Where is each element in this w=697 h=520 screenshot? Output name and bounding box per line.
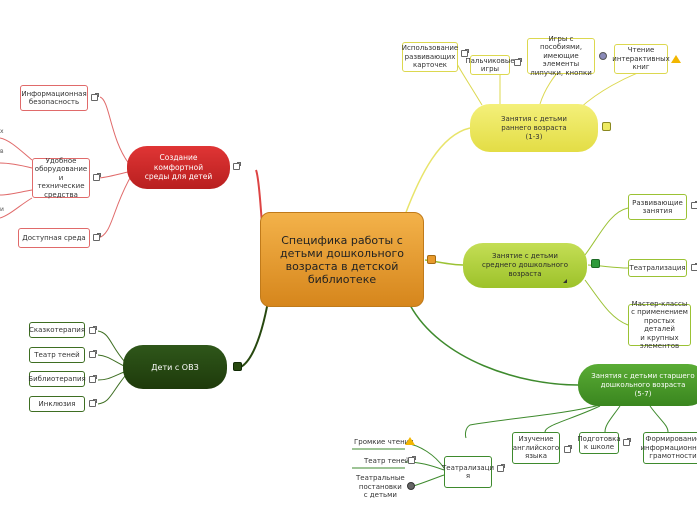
note-icon[interactable] [427, 255, 436, 264]
link-icon[interactable] [93, 173, 101, 181]
cut-off-text: в [0, 148, 4, 155]
comfort-item-label: Удобное оборудование и технические средс… [34, 156, 88, 199]
early-item-cards[interactable]: Использование развивающих карточек [402, 42, 458, 72]
google-drive-icon[interactable] [405, 437, 415, 445]
comfort-item-accessible[interactable]: Доступная среда [18, 228, 90, 248]
early-item-finger-games[interactable]: Пальчиковые игры [465, 55, 515, 75]
early-item-label: Чтение интерактивных книг [612, 46, 670, 72]
middle-item-label: Мастер-классы с применением простых дета… [631, 299, 688, 351]
link-icon[interactable] [91, 93, 99, 101]
branch-early-label: Занятия с детьми раннего возраста (1-3) [501, 114, 567, 141]
link-icon[interactable] [514, 58, 522, 66]
sheet-icon[interactable] [591, 259, 600, 268]
ovz-item-label: Инклюзия [38, 399, 76, 408]
branch-comfort-label: Создание комфортной среды для детей [144, 153, 213, 182]
central-topic[interactable]: Специфика работы с детьми дошкольного во… [260, 212, 424, 307]
senior-item-label: Театрализаци я [441, 463, 495, 481]
ovz-item-label: Библиотерапия [28, 374, 86, 383]
middle-item-development[interactable]: Развивающие занятия [628, 194, 687, 220]
early-item-label: Пальчиковые игры [465, 56, 515, 74]
link-icon[interactable] [89, 350, 97, 358]
senior-item-info-literacy[interactable]: Формирование информационной грамотности [640, 432, 697, 464]
early-item-aids[interactable]: Игры с пособиями, имеющие элементы липуч… [527, 35, 595, 77]
comfort-item-info-safety[interactable]: Информационная безопасность [20, 85, 88, 111]
branch-middle[interactable]: Занятие с детьми среднего дошкольного во… [463, 243, 587, 288]
middle-item-theatre[interactable]: Театрализация [628, 259, 687, 277]
link-icon[interactable] [408, 456, 416, 464]
branch-senior-label: Занятия с детьми старшего дошкольного во… [591, 371, 695, 398]
early-item-label: Игры с пособиями, имеющие элементы липуч… [530, 34, 592, 77]
theatre-item-shadow[interactable]: Театр теней [364, 457, 410, 465]
early-item-interactive-books[interactable]: Чтение интерактивных книг [612, 44, 670, 74]
ovz-item-inclusion[interactable]: Инклюзия [29, 396, 85, 412]
link-icon[interactable] [89, 375, 97, 383]
central-topic-label: Специфика работы с детьми дошкольного во… [280, 233, 404, 286]
ovz-item-label: Театр теней [34, 350, 80, 359]
connector-center-senior [409, 304, 579, 386]
middle-item-label: Развивающие занятия [632, 198, 683, 216]
link-icon[interactable] [497, 464, 505, 472]
google-drive-icon[interactable] [671, 55, 681, 63]
link-icon[interactable] [564, 445, 572, 453]
link-icon[interactable] [691, 201, 697, 209]
link-globe-icon[interactable] [599, 52, 607, 60]
link-icon[interactable] [691, 263, 697, 271]
note-icon[interactable] [602, 122, 611, 131]
connector-center-early [404, 127, 471, 216]
middle-item-label: Театрализация [629, 263, 686, 272]
branch-comfort[interactable]: Создание комфортной среды для детей [127, 146, 230, 189]
note-icon[interactable] [233, 362, 242, 371]
comfort-item-label: Информационная безопасность [21, 89, 87, 107]
comfort-item-label: Доступная среда [22, 233, 86, 242]
ovz-item-biblio[interactable]: Библиотерапия [28, 371, 86, 387]
branch-ovz-label: Дети с ОВЗ [151, 362, 199, 372]
cut-off-text: х [0, 128, 4, 135]
branch-early[interactable]: Занятия с детьми раннего возраста (1-3) [470, 104, 598, 152]
ovz-item-label: Сказкотерапия [28, 325, 86, 334]
branch-ovz[interactable]: Дети с ОВЗ [123, 345, 227, 389]
comfort-item-equipment[interactable]: Удобное оборудование и технические средс… [32, 156, 90, 199]
link-globe-icon[interactable] [407, 482, 415, 490]
early-item-label: Использование развивающих карточек [401, 44, 459, 70]
branch-senior[interactable]: Занятия с детьми старшего дошкольного во… [578, 364, 697, 406]
expand-triangle-icon[interactable] [563, 279, 567, 283]
link-icon[interactable] [89, 399, 97, 407]
branch-middle-label: Занятие с детьми среднего дошкольного во… [482, 252, 568, 278]
link-icon[interactable] [233, 162, 241, 170]
senior-item-school-prep[interactable]: Подготовка к школе [577, 432, 621, 454]
theatre-item-loud-reading[interactable]: Громкие чтения [354, 438, 414, 446]
link-icon[interactable] [89, 326, 97, 334]
ovz-item-fairytale[interactable]: Сказкотерапия [29, 322, 85, 338]
link-icon[interactable] [461, 49, 469, 57]
senior-item-label: Подготовка к школе [577, 434, 621, 452]
cut-off-text: и [0, 206, 4, 213]
ovz-item-shadow[interactable]: Театр теней [29, 347, 85, 363]
senior-item-english[interactable]: Изучение английского языка [512, 432, 560, 464]
senior-item-label: Изучение английского языка [512, 435, 560, 461]
middle-item-masterclass[interactable]: Мастер-классы с применением простых дета… [628, 300, 691, 350]
senior-item-theatre[interactable]: Театрализаци я [441, 456, 495, 488]
link-icon[interactable] [93, 233, 101, 241]
theatre-item-plays[interactable]: Театральные постановки с детьми [356, 474, 405, 499]
link-icon[interactable] [623, 438, 631, 446]
senior-item-label: Формирование информационной грамотности [640, 435, 697, 461]
